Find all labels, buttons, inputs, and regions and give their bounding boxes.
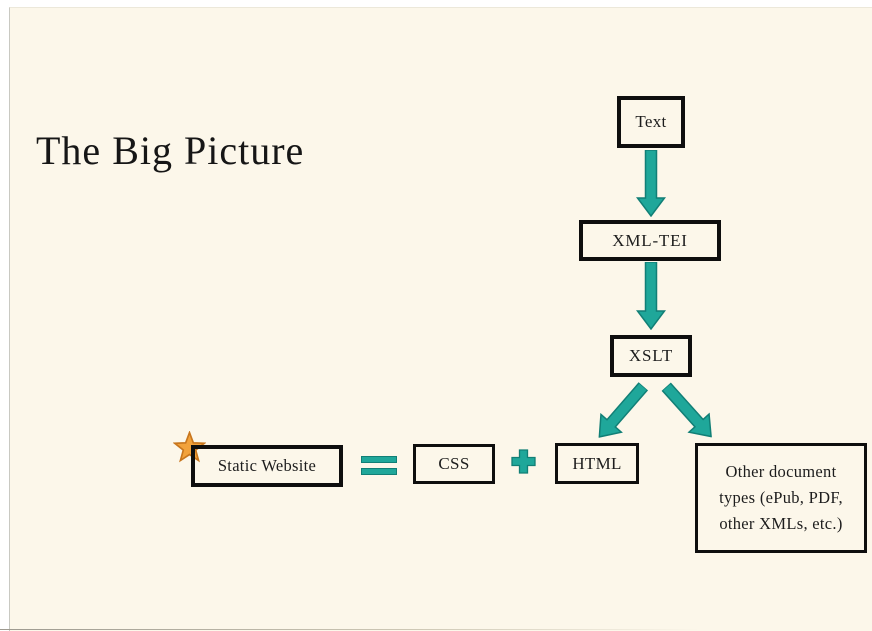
node-xml-tei-label: XML-TEI — [612, 230, 688, 250]
slide-bottom-edge — [0, 629, 700, 630]
node-html: HTML — [555, 443, 639, 484]
node-xml-tei: XML-TEI — [579, 220, 721, 261]
node-xslt-label: XSLT — [628, 346, 674, 365]
down-arrow-icon-text-to-xmltei — [636, 150, 666, 217]
slide-title: The Big Picture — [36, 128, 305, 173]
equals-bar-top — [361, 456, 397, 463]
node-other-line-1: Other document — [725, 462, 837, 481]
node-html-label: HTML — [572, 453, 622, 473]
equals-bar-bottom — [361, 468, 397, 475]
node-text-label: Text — [635, 112, 667, 131]
node-other-line-3: other XMLs, etc.) — [719, 514, 843, 533]
slide-background — [9, 7, 872, 631]
node-xslt: XSLT — [610, 335, 692, 377]
node-css-label: CSS — [438, 454, 470, 473]
node-css: CSS — [413, 444, 495, 484]
diagonal-arrow-icon-xslt-to-other — [661, 381, 712, 438]
node-static-website: Static Website — [191, 445, 343, 487]
star-icon — [173, 431, 206, 463]
down-arrow-icon-xmltei-to-xslt — [636, 262, 666, 330]
node-other-document-types: Other document types (ePub, PDF, other X… — [695, 443, 867, 553]
diagonal-arrow-icon-xslt-to-html — [598, 381, 649, 438]
node-other-line-2: types (ePub, PDF, — [719, 488, 843, 507]
plus-icon — [511, 449, 536, 474]
node-text: Text — [617, 96, 685, 148]
equals-icon — [361, 456, 397, 475]
node-static-website-label: Static Website — [217, 456, 317, 475]
